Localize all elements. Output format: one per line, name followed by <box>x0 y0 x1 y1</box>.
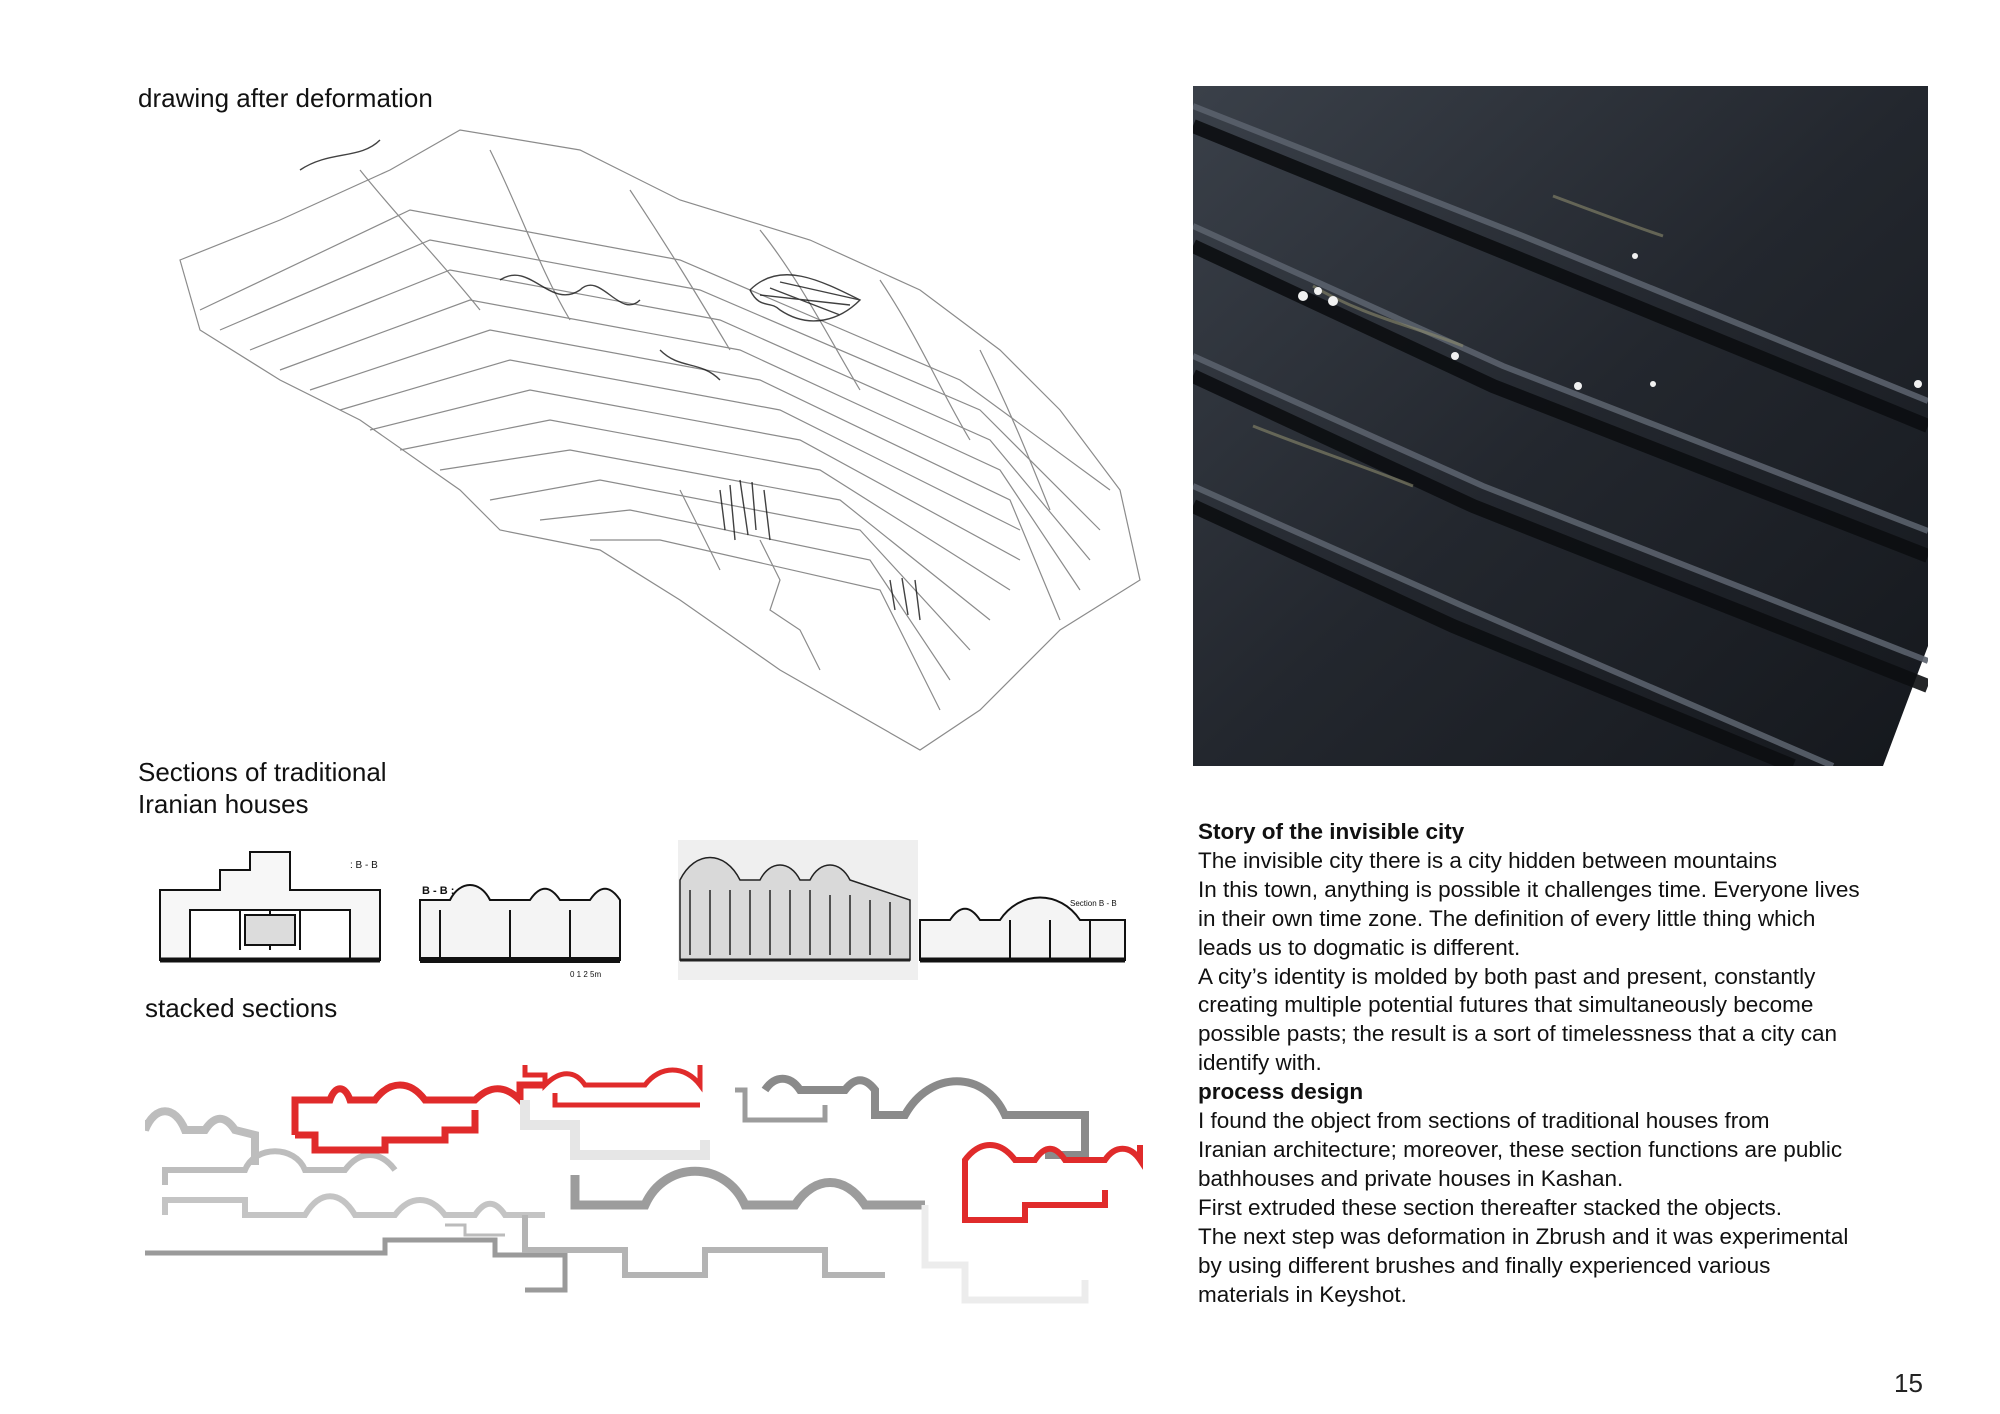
process-line: First extruded these section thereafter … <box>1198 1194 1783 1220</box>
stacked-sections-drawing <box>145 1065 1143 1304</box>
section-a-label: : B - B <box>350 860 378 871</box>
deformation-wireframe-drawing <box>179 129 1141 751</box>
story-line: In this town, anything is possible it ch… <box>1198 876 1860 902</box>
section-a-drawing <box>159 851 381 963</box>
rendered-model-photo <box>1193 86 1928 766</box>
heading-sections: Sections of traditional Iranian houses <box>138 756 438 820</box>
process-line: Iranian architecture; moreover, these se… <box>1198 1136 1843 1162</box>
story-line: A city’s identity is molded by both past… <box>1198 963 1816 989</box>
scale-bar-label: 0 1 2 5m <box>570 970 601 979</box>
heading-sections-line2: Iranian houses <box>138 789 309 819</box>
story-line: in their own time zone. The definition o… <box>1198 905 1816 931</box>
heading-drawing-after-deformation: drawing after deformation <box>138 83 433 113</box>
process-line: I found the object from sections of trad… <box>1198 1108 1770 1134</box>
story-title: Story of the invisible city <box>1198 819 1465 844</box>
story-line: possible pasts; the result is a sort of … <box>1198 1021 1838 1047</box>
process-line: materials in Keyshot. <box>1198 1281 1407 1307</box>
heading-sections-line1: Sections of traditional <box>138 757 387 787</box>
page-number: 15 <box>1894 1368 1923 1398</box>
process-line: by using different brushes and finally e… <box>1198 1252 1771 1278</box>
section-b-drawing <box>419 884 621 963</box>
story-line: creating multiple potential futures that… <box>1198 992 1814 1018</box>
story-line: leads us to dogmatic is different. <box>1198 934 1521 960</box>
traditional-sections-strip: : B - B B - B : 0 1 2 5m Section B - B <box>159 840 1126 980</box>
process-title: process design <box>1198 1079 1364 1105</box>
story-line: The invisible city there is a city hidde… <box>1198 847 1778 873</box>
section-d-drawing <box>919 896 1126 963</box>
section-c-label: Section B - B <box>1070 899 1117 908</box>
heading-stacked-sections: stacked sections <box>145 993 338 1023</box>
section-b-label: B - B : <box>422 885 454 897</box>
story-text-block: Story of the invisible city The invisibl… <box>1198 818 1918 1309</box>
process-line: bathhouses and private houses in Kashan. <box>1198 1165 1624 1191</box>
process-line: The next step was deformation in Zbrush … <box>1198 1223 1849 1249</box>
story-line: identify with. <box>1198 1050 1322 1076</box>
section-c-drawing <box>679 856 911 962</box>
